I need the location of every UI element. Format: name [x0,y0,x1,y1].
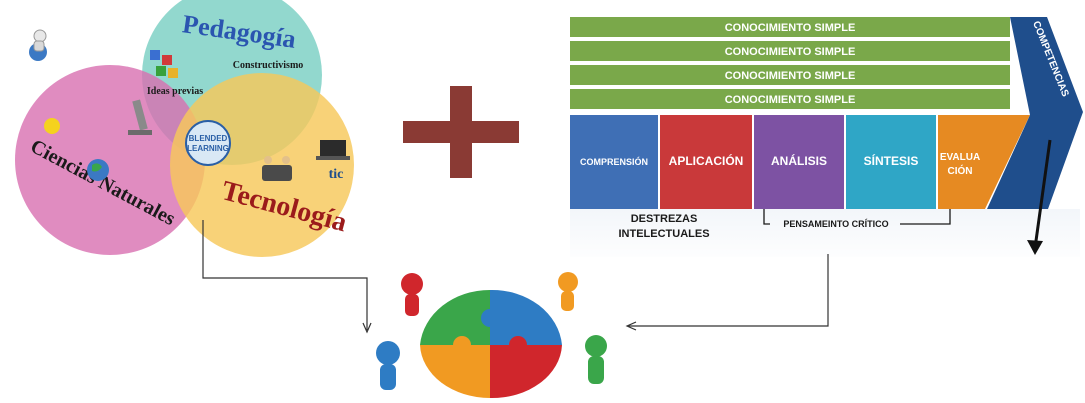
plus-icon [403,86,519,178]
svg-text:COMPRENSIÓN: COMPRENSIÓN [580,156,648,167]
knowledge-bar: CONOCIMIENTO SIMPLE [570,65,1010,85]
pensamiento-bracket [763,209,951,225]
svg-text:ANÁLISIS: ANÁLISIS [771,153,827,168]
blocks-icon [150,50,178,78]
svg-text:CONOCIMIENTO SIMPLE: CONOCIMIENTO SIMPLE [725,70,856,82]
constructivismo-label: Constructivismo [233,60,304,71]
tecnologia-circle [170,73,354,257]
level-comprension: COMPRENSIÓN [570,115,658,209]
destrezas-label: DESTREZAS [631,213,698,225]
svg-text:CIÓN: CIÓN [948,164,973,177]
meeting-icon [262,156,292,181]
svg-text:CONOCIMIENTO SIMPLE: CONOCIMIENTO SIMPLE [725,22,856,34]
svg-text:BLENDED: BLENDED [189,134,228,143]
level-aplicacion: APLICACIÓN [660,115,752,209]
knowledge-bar: CONOCIMIENTO SIMPLE [570,17,1010,37]
competencias-diagram: CONOCIMIENTO SIMPLE CONOCIMIENTO SIMPLE … [570,17,1083,257]
sun-icon [44,118,60,134]
earth-icon [87,159,109,181]
svg-text:SÍNTESIS: SÍNTESIS [864,153,919,168]
blended-learning-icon: BLENDED LEARNING [185,120,231,166]
svg-text:EVALUA: EVALUA [940,152,980,163]
svg-text:CONOCIMIENTO SIMPLE: CONOCIMIENTO SIMPLE [725,94,856,106]
pensamiento-critico-label: PENSAMEINTO CRÍTICO [783,219,888,229]
ciencias-naturales-circle [15,65,205,255]
tic-label: tic [329,167,344,182]
level-analisis: ANÁLISIS [754,115,844,209]
level-sintesis: SÍNTESIS [846,115,936,209]
connector-left [202,220,372,334]
ideas-previas-label: Ideas previas [147,86,203,97]
knowledge-bar: CONOCIMIENTO SIMPLE [570,89,1010,109]
svg-text:LEARNING: LEARNING [187,144,229,153]
level-evaluacion: EVALUA CIÓN [938,115,1030,209]
svg-text:APLICACIÓN: APLICACIÓN [669,153,744,168]
laptop-icon [316,140,350,160]
microscope-icon [128,99,152,135]
knowledge-bar: CONOCIMIENTO SIMPLE [570,41,1010,61]
destrezas-label-2: INTELECTUALES [618,228,709,240]
connector-right [625,254,829,331]
puzzle-team-icon [376,272,607,399]
venn-diagram: Pedagogía Ideas previas Constructivismo … [15,0,354,257]
globe-person-icon [29,29,47,61]
svg-text:CONOCIMIENTO SIMPLE: CONOCIMIENTO SIMPLE [725,46,856,58]
